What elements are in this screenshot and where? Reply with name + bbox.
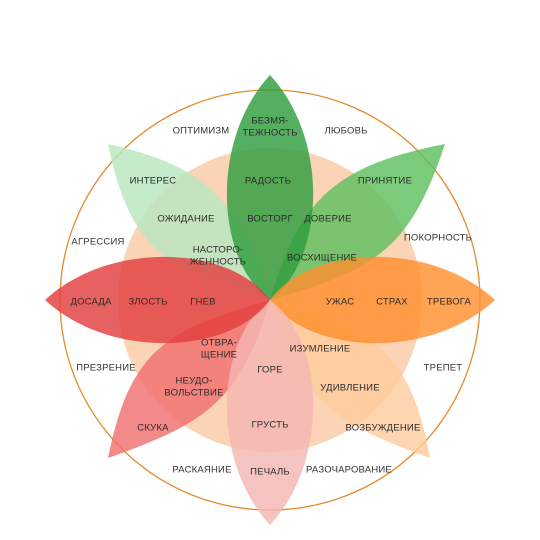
label-anger: ЗЛОСТЬ [128, 297, 167, 308]
label-ecstasy-line2: ТЕЖНОСТЬ [242, 128, 297, 139]
label-apprehension: УЖАС [326, 297, 355, 308]
petals [45, 75, 495, 525]
label-acceptance: ВОСХИЩЕНИЕ [287, 253, 357, 264]
label-serenity: ВОСТОРГ [247, 214, 293, 225]
outer-labels: ЛЮБОВЬ ПОКОРНОСТЬ ТРЕПЕТ РАЗОЧАРОВАНИЕ Р… [71, 126, 472, 476]
label-anticipation: ОЖИДАНИЕ [157, 214, 214, 225]
petal-joy [226, 75, 314, 300]
label-disapproval: РАЗОЧАРОВАНИЕ [306, 465, 392, 476]
label-ecstasy-line1: БЕЗМЯ- [251, 116, 288, 127]
petal-surprise [270, 300, 430, 458]
label-boredom: СКУКА [137, 423, 169, 434]
label-disgust-line2: ВОЛЬСТВИЕ [164, 388, 223, 399]
label-amazement: ИЗУМЛЕНИЕ [290, 344, 351, 355]
petal-anticipation [108, 144, 270, 300]
petal-anger [45, 256, 270, 344]
label-aggressiveness: АГРЕССИЯ [71, 237, 124, 248]
label-optimism: ОПТИМИЗМ [173, 126, 230, 137]
label-sadness: ГРУСТЬ [251, 420, 288, 431]
label-admiration: ПРИНЯТИЕ [358, 176, 412, 187]
petal-labels: БЕЗМЯ- ТЕЖНОСТЬ РАДОСТЬ ВОСТОРГ ПРИНЯТИЕ… [70, 116, 471, 478]
label-pensiveness: ПЕЧАЛЬ [250, 467, 290, 478]
petal-fear [270, 256, 495, 344]
petal-sadness [226, 300, 314, 525]
petal-trust [270, 144, 445, 300]
label-remorse: РАСКАЯНИЕ [172, 465, 231, 476]
label-annoyance: ГНЕВ [190, 297, 215, 308]
label-trust: ДОВЕРИЕ [304, 214, 351, 225]
petal-disgust [108, 300, 270, 458]
label-terror: ТРЕВОГА [427, 297, 472, 308]
label-disgust-line1: НЕУДО- [176, 376, 213, 387]
label-awe: ТРЕПЕТ [424, 363, 463, 374]
label-surprise: УДИВЛЕНИЕ [320, 383, 380, 394]
label-distraction: ВОЗБУЖДЕНИЕ [346, 423, 421, 434]
label-fear: СТРАХ [376, 297, 408, 308]
label-joy: РАДОСТЬ [245, 176, 291, 187]
label-loathing-line1: ОТВРА- [201, 338, 237, 349]
label-vigilance-line2: ЖЕННОСТЬ [190, 257, 246, 268]
label-interest: ИНТЕРЕС [130, 176, 177, 187]
label-contempt: ПРЕЗРЕНИЕ [76, 363, 136, 374]
label-rage: ДОСАДА [70, 297, 112, 308]
label-love: ЛЮБОВЬ [324, 126, 367, 137]
label-grief: ГОРЕ [257, 365, 282, 376]
label-submission: ПОКОРНОСТЬ [404, 233, 472, 244]
label-vigilance-line1: НАСТОРО- [193, 245, 244, 256]
label-loathing-line2: ЩЕНИЕ [201, 350, 237, 361]
